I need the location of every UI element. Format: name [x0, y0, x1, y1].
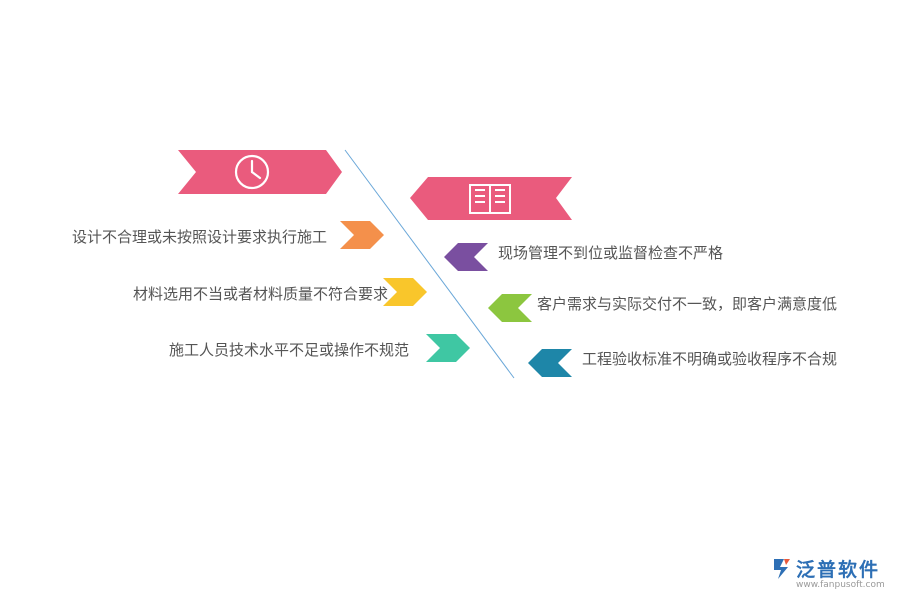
cause-label-left-2: 材料选用不当或者材料质量不符合要求: [132, 285, 388, 303]
brand-url: www.fanpusoft.com: [796, 580, 885, 590]
brand-logo-icon: [774, 559, 790, 579]
brand-name: 泛普软件: [796, 559, 881, 581]
chevron-1-left: [340, 221, 384, 249]
cause-label-left-1: 设计不合理或未按照设计要求执行施工: [71, 228, 327, 246]
book-icon: [469, 184, 511, 214]
right-banner: [410, 177, 572, 220]
chevron-2-left: [383, 278, 427, 306]
left-banner: [178, 150, 342, 194]
spine-line: [344, 149, 515, 379]
clock-icon: [234, 154, 270, 190]
brand-logo: 泛普软件 www.fanpusoft.com: [770, 553, 894, 597]
chevron-2-right: [488, 294, 532, 322]
cause-label-right-1: 现场管理不到位或监督检查不严格: [498, 244, 724, 262]
chevron-1-right: [444, 243, 488, 271]
cause-label-left-3: 施工人员技术水平不足或操作不规范: [168, 341, 409, 359]
chevron-3-right: [528, 349, 572, 377]
chevron-3-left: [426, 334, 470, 362]
cause-label-right-3: 工程验收标准不明确或验收程序不合规: [582, 350, 838, 368]
cause-label-right-2: 客户需求与实际交付不一致，即客户满意度低: [537, 295, 838, 313]
